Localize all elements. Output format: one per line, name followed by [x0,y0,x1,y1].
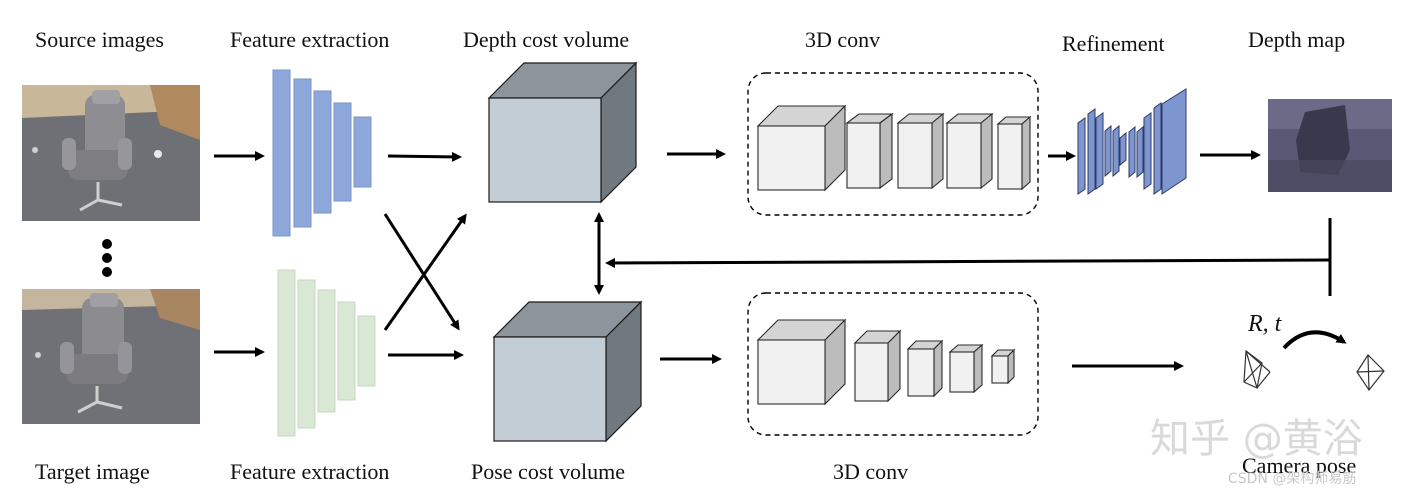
pose-symbols: R, t [1247,311,1283,337]
arrow-feedback-to-volumes [605,257,1331,268]
depth-map-image [1268,99,1392,192]
conv3d-bottom-container [747,292,1039,436]
source-image [22,85,200,221]
label-refinement: Refinement [1062,31,1165,56]
label-3d-conv-bottom: 3D conv [833,459,908,484]
depth-cost-volume [487,61,638,204]
conv3d-bottom-blocks [756,318,1016,406]
target-image [22,289,200,424]
label-source-images: Source images [35,27,164,52]
label-feature-extraction-top: Feature extraction [230,27,389,52]
watermark-csdn: CSDN @架构师易筋 [1228,470,1356,487]
arrow-cross-top-to-pose [383,213,460,331]
label-depth-cost-volume: Depth cost volume [463,27,629,52]
chair-icon [62,90,132,212]
pose-transform-arrow [1282,330,1347,350]
label-target-image: Target image [35,459,150,484]
camera-frustum-icon [1356,354,1385,392]
pose-cost-volume [492,300,643,443]
label-pose-cost-volume: Pose cost volume [471,459,625,484]
label-feature-extraction-bottom: Feature extraction [230,459,389,484]
label-camera-pose: Camera pose [1242,453,1356,478]
label-3d-conv-top: 3D conv [805,27,880,52]
refinement-network [1077,88,1187,195]
feature-extractor-bottom [277,269,376,437]
arrow-features-to-depth-volume [387,151,462,162]
more-images-dots [102,239,112,277]
label-depth-map: Depth map [1248,27,1345,52]
chair-icon [60,293,132,414]
feature-extractor-top [272,69,372,237]
conv3d-top-blocks [756,104,1032,192]
arrow-cross-bottom-to-depth [383,213,467,331]
watermark-zhihu: 知乎 @黄浴 [1150,416,1363,462]
conv3d-top-container [747,72,1039,216]
camera-frustum-icon [1243,349,1271,389]
